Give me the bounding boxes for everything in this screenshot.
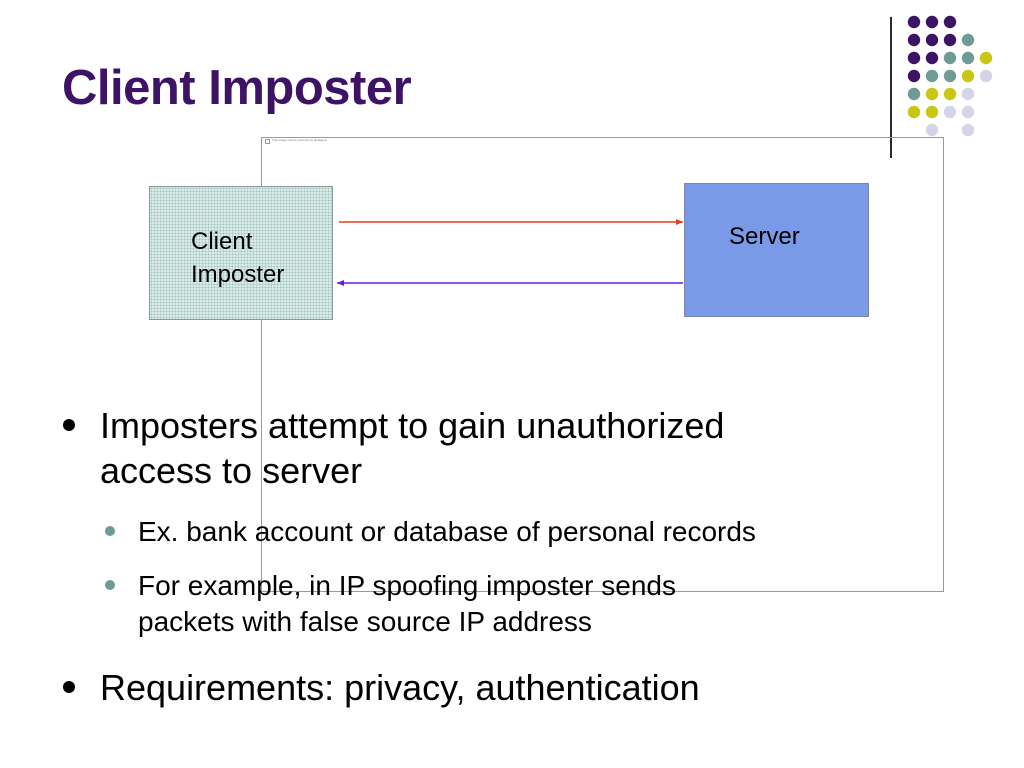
broken-image-icon bbox=[265, 139, 270, 144]
client-imposter-label: Client Imposter bbox=[191, 225, 321, 291]
client-label-line2: Imposter bbox=[191, 261, 285, 288]
decorative-dot bbox=[961, 33, 975, 47]
decorative-dot bbox=[907, 87, 921, 101]
decorative-dot bbox=[979, 51, 993, 65]
title-divider-line bbox=[890, 17, 892, 158]
decorative-dot bbox=[907, 69, 921, 83]
bullet-text-line: Imposters attempt to gain unauthorized bbox=[100, 405, 725, 446]
decorative-dot bbox=[907, 33, 921, 47]
bullet-text-line: For example, in IP spoofing imposter sen… bbox=[138, 570, 676, 601]
decorative-dot bbox=[925, 87, 939, 101]
decorative-dot bbox=[925, 51, 939, 65]
bullet-dot-icon bbox=[63, 681, 75, 693]
decorative-dot bbox=[979, 69, 993, 83]
decorative-dot-grid bbox=[907, 15, 993, 137]
bullet-dot-icon bbox=[105, 580, 115, 590]
slide-title: Client Imposter bbox=[62, 61, 412, 115]
bullet-level2: Ex. bank account or database of personal… bbox=[105, 510, 756, 554]
decorative-dot bbox=[943, 33, 957, 47]
decorative-dot bbox=[961, 69, 975, 83]
decorative-dot bbox=[925, 105, 939, 119]
decorative-dot bbox=[961, 123, 975, 137]
decorative-dot bbox=[961, 51, 975, 65]
decorative-dot bbox=[961, 105, 975, 119]
decorative-dot bbox=[925, 123, 939, 137]
bullet-text-line: Ex. bank account or database of personal… bbox=[138, 516, 756, 547]
decorative-dot bbox=[961, 87, 975, 101]
client-imposter-box: Client Imposter bbox=[149, 186, 333, 320]
decorative-dot bbox=[943, 15, 957, 29]
client-label-line1: Client bbox=[191, 228, 253, 255]
frame-caption: This image cannot currently be displayed… bbox=[265, 139, 327, 144]
decorative-dot bbox=[907, 15, 921, 29]
decorative-dot bbox=[925, 33, 939, 47]
decorative-dot bbox=[925, 15, 939, 29]
server-box: Server bbox=[684, 183, 869, 317]
bullet-dot-icon bbox=[63, 419, 75, 431]
bullet-level1: Requirements: privacy, authentication bbox=[63, 665, 700, 710]
bullet-text-line: packets with false source IP address bbox=[138, 606, 592, 637]
bullet-level2: For example, in IP spoofing imposter sen… bbox=[105, 564, 676, 644]
server-label: Server bbox=[729, 223, 800, 250]
decorative-dot bbox=[907, 51, 921, 65]
bullet-level1: Imposters attempt to gain unauthorized a… bbox=[63, 403, 725, 493]
decorative-dot bbox=[943, 87, 957, 101]
bullet-text-line: access to server bbox=[100, 450, 363, 491]
frame-caption-text: This image cannot currently be displayed… bbox=[272, 138, 328, 142]
diagram-frame: This image cannot currently be displayed… bbox=[261, 137, 944, 592]
decorative-dot bbox=[943, 69, 957, 83]
bullet-dot-icon bbox=[105, 526, 115, 536]
bullet-text-line: Requirements: privacy, authentication bbox=[100, 667, 700, 708]
decorative-dot bbox=[907, 105, 921, 119]
decorative-dot bbox=[943, 51, 957, 65]
decorative-dot bbox=[925, 69, 939, 83]
decorative-dot bbox=[943, 105, 957, 119]
